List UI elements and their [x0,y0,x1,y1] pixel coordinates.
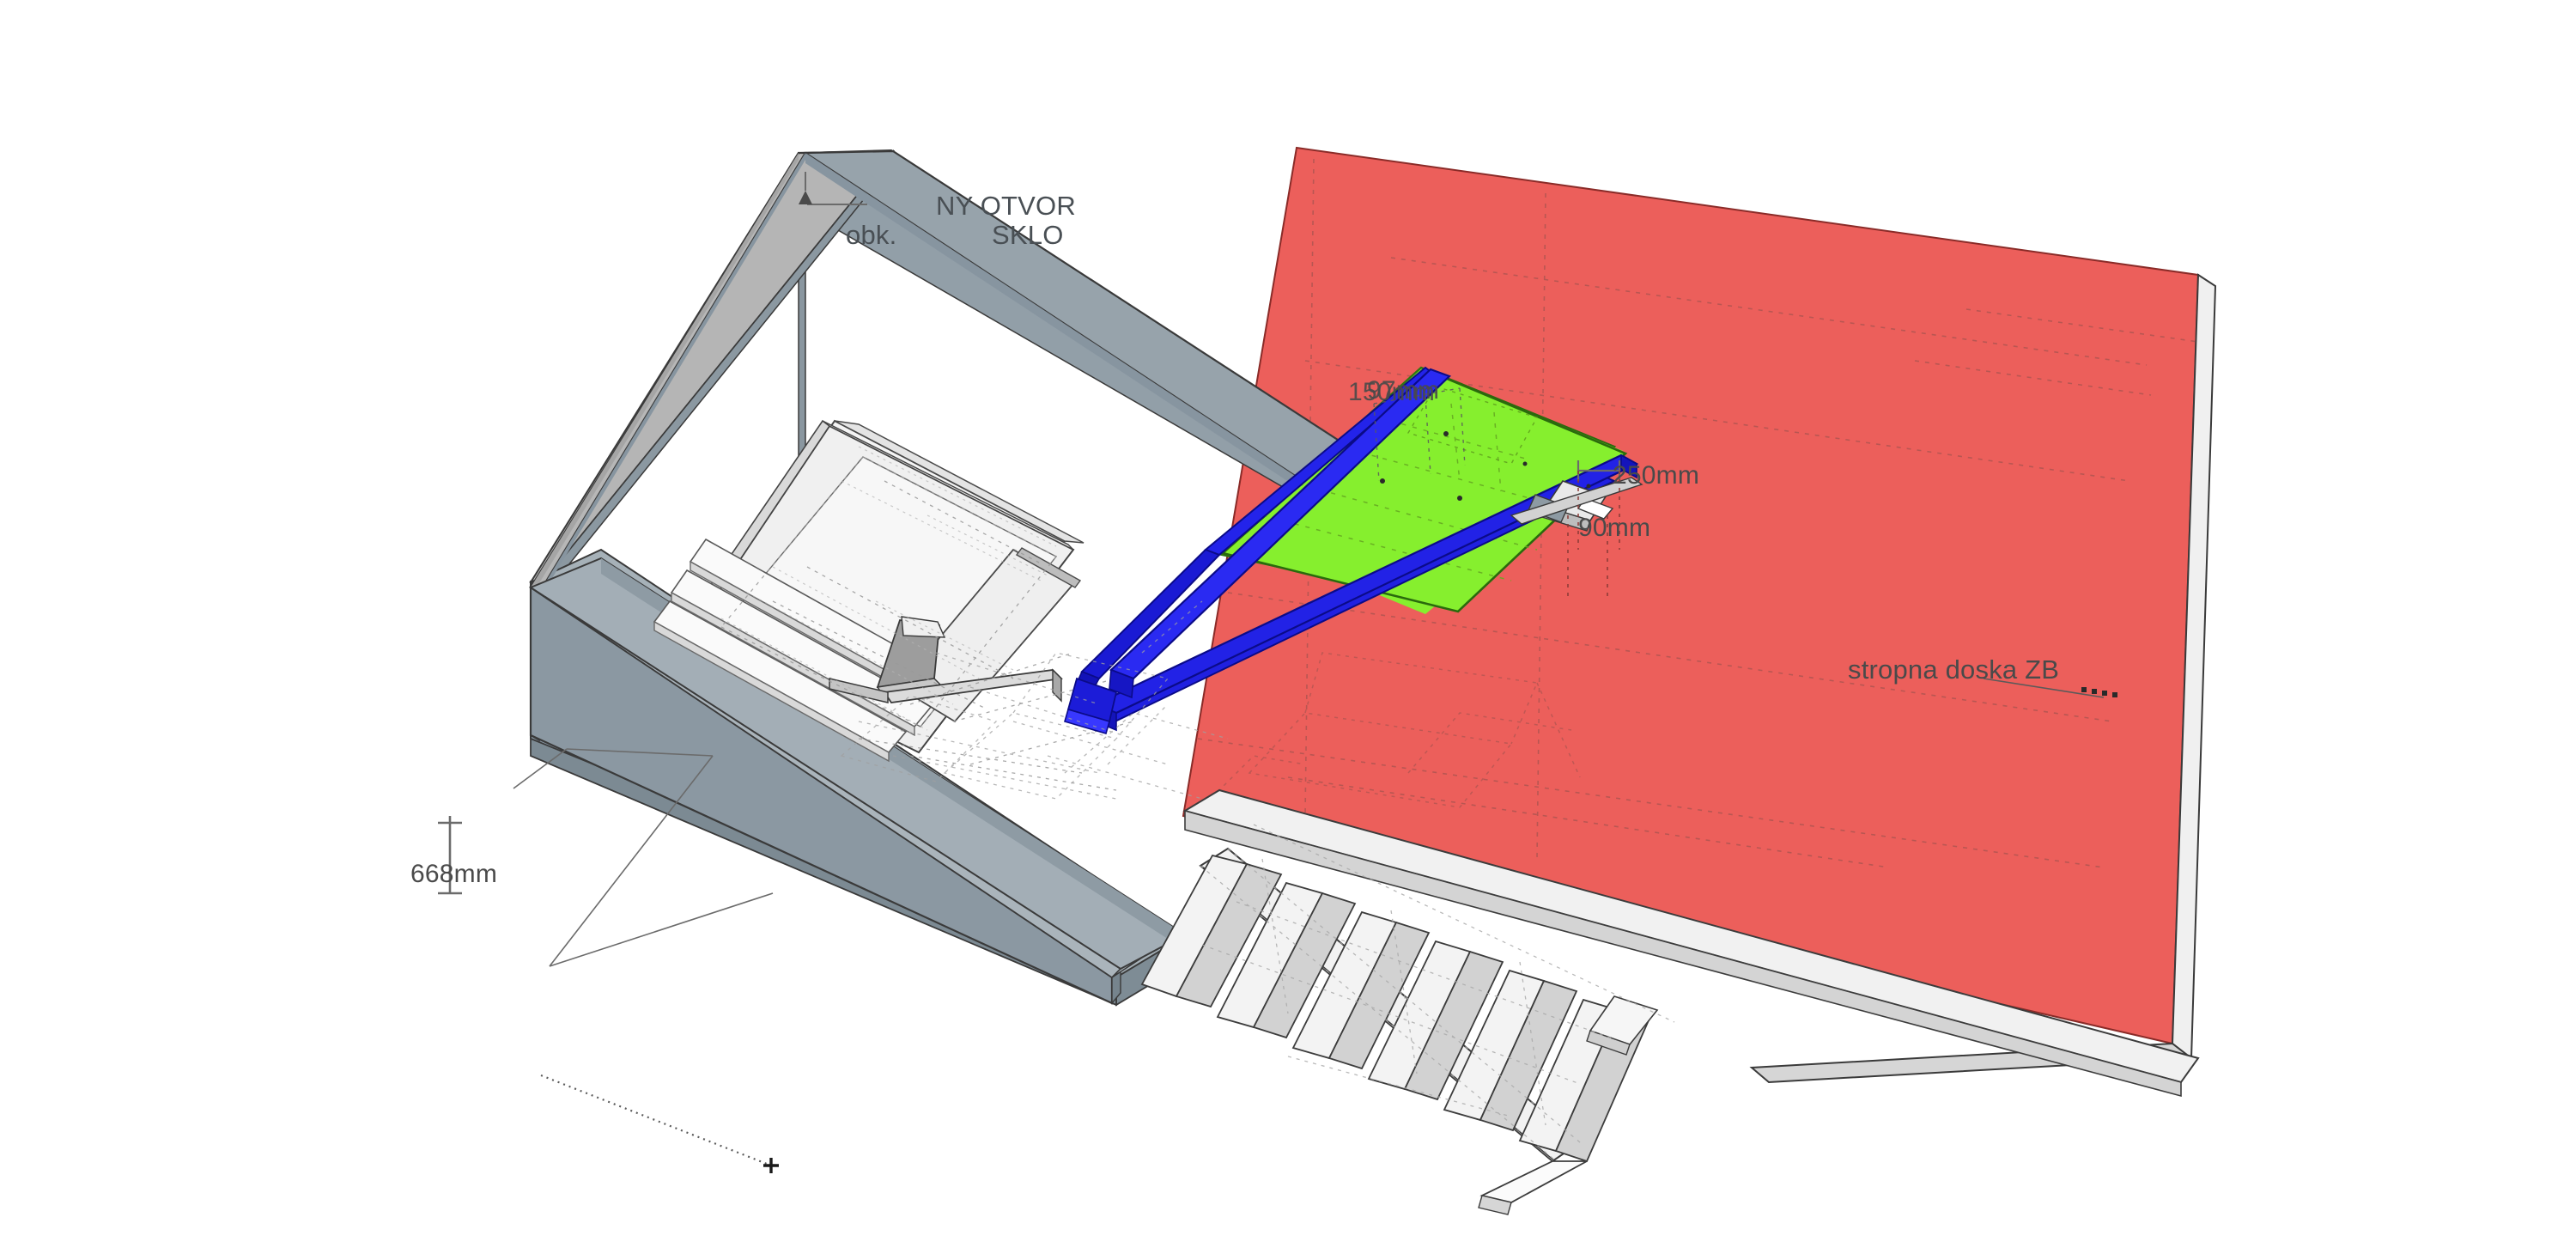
dimension-90mm[interactable] [1567,515,1608,601]
opening-note-leader [799,172,867,205]
panel-dimension-stack: 150mm 97mm [1348,376,1537,417]
opening-note-main: NY OTVOR [936,191,1076,221]
panel-channel-frame[interactable] [1064,366,1639,734]
hidden-construction-lines [840,600,1229,800]
dimension-668mm[interactable] [438,748,774,967]
panel-support-ledge [1510,477,1643,525]
slab-note-label: stropna doska ZB [1848,654,2060,685]
shaft-wall-faces [529,149,1442,1005]
panel-dimension-leaders [1373,387,1466,482]
endpoint-markers [1380,431,1591,501]
hidden-construction-lines-upper [720,446,1057,731]
dimension-250mm[interactable] [1577,460,1621,550]
panel-dimension-150: 150mm [1348,378,1436,406]
insulated-panel[interactable] [1212,366,1628,614]
opening-note-glass: SKLO [992,220,1064,250]
panel-dimension-97: 97mm [1367,376,1440,405]
dimension-668mm-label: 668mm [410,860,498,888]
slab-note-leader [1983,678,2117,698]
dimension-250mm-label: 250mm [1613,461,1700,490]
opening-note-prefix: obk. [846,220,897,250]
ladder-lower-section[interactable] [1140,788,2200,1215]
dimension-90mm-label: 90mm [1578,514,1651,542]
guide-line [540,1074,779,1173]
